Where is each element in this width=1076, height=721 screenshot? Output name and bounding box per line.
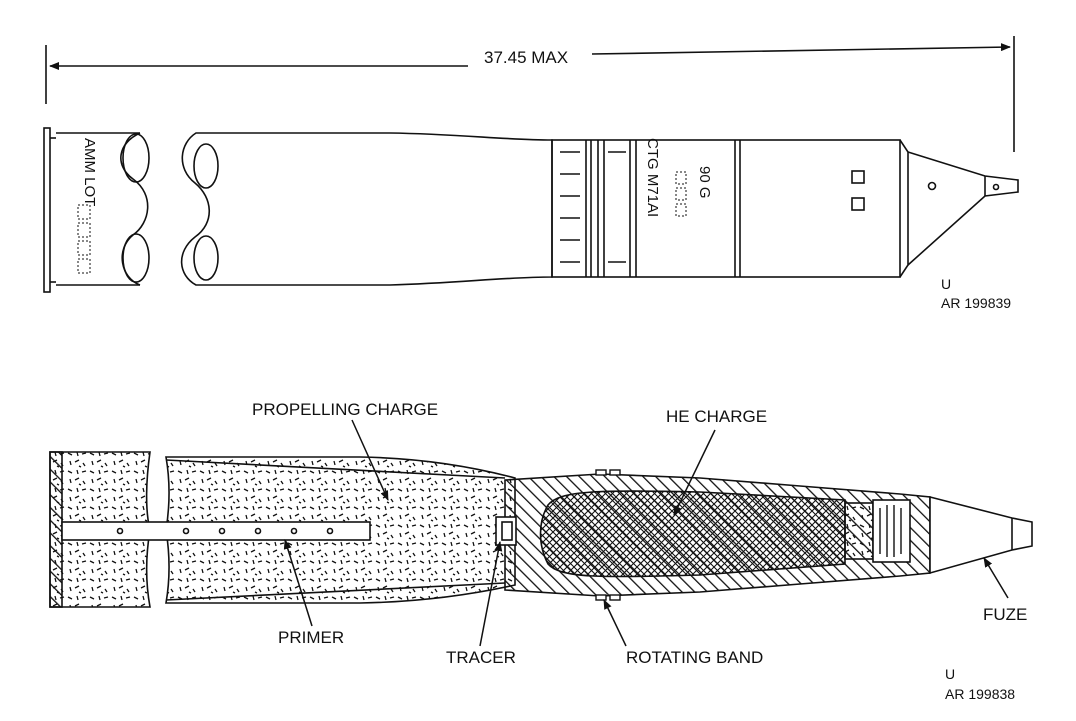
- leader-tracer: [479, 541, 503, 647]
- case-fold-lower: [193, 235, 219, 281]
- top-reference-number: AR 199839: [941, 295, 1011, 311]
- label-primer: PRIMER: [278, 628, 344, 647]
- case-wall-top: [165, 459, 506, 479]
- label-tracer: TRACER: [446, 648, 516, 667]
- fuze-ring: [927, 181, 937, 191]
- fuze-outline: [907, 151, 1019, 266]
- projectile-body: [551, 139, 909, 278]
- rotating-band: [595, 469, 621, 601]
- band-dash-marks: [560, 151, 626, 263]
- cartridge-case-body: [180, 132, 553, 286]
- leader-propelling-charge: [351, 419, 389, 501]
- label-propelling-charge: PROPELLING CHARGE: [252, 400, 438, 419]
- projectile-marking-line1: 90 G: [696, 166, 713, 199]
- fuze-booster: [844, 502, 874, 560]
- leader-fuze: [983, 557, 1009, 599]
- top-security-mark: U: [941, 276, 951, 292]
- he-charge-fill: [539, 490, 846, 578]
- bottom-reference-number: AR 199838: [945, 686, 1015, 702]
- label-he-charge: HE CHARGE: [666, 407, 767, 426]
- case-lot-marking: AMM LOT: [81, 138, 98, 206]
- cutaway-fuze: [929, 495, 1033, 575]
- projectile-lot-boxes: [675, 171, 687, 217]
- projectile-marking-line2: CTG M71AI: [644, 138, 661, 217]
- leader-primer: [283, 539, 313, 627]
- case-fold-upper: [193, 143, 219, 189]
- leader-rotating-band: [603, 599, 627, 647]
- dimension-line-right: [591, 43, 1011, 55]
- primer-tube-holes: [116, 527, 334, 535]
- primer-tube: [61, 521, 371, 541]
- leader-he-charge: [673, 429, 716, 516]
- tracer-element: [501, 521, 513, 541]
- label-rotating-band: ROTATING BAND: [626, 648, 763, 667]
- case-wall-bottom: [165, 582, 506, 601]
- case-lot-boxes: [77, 204, 91, 274]
- label-fuze: FUZE: [983, 605, 1027, 624]
- bottom-security-mark: U: [945, 666, 955, 682]
- cartridge-case-base: [43, 127, 150, 293]
- dimension-label: 37.45 MAX: [484, 48, 568, 67]
- fuze-body: [872, 499, 911, 563]
- cutaway-view: [49, 451, 1033, 608]
- external-view: [43, 36, 1019, 293]
- cutaway-base-wall: [49, 451, 63, 608]
- fuze-body-texture: [879, 505, 902, 557]
- leader-lines: [283, 419, 1009, 647]
- fuze-tip-dot: [992, 183, 1000, 191]
